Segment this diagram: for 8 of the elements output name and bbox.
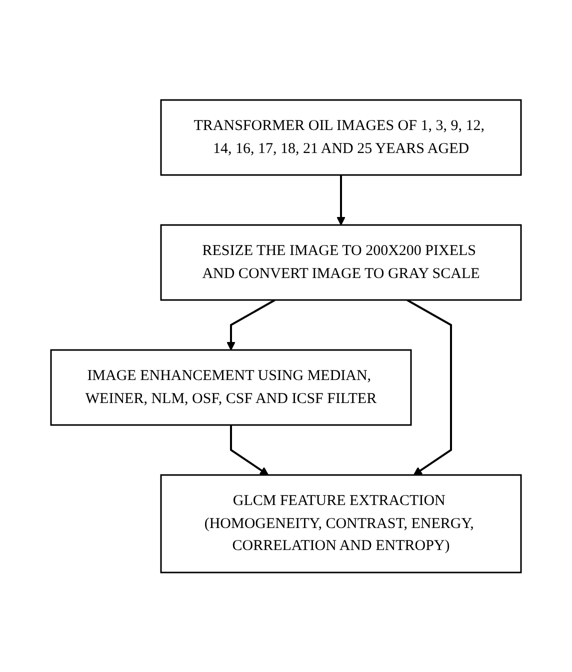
arrow: [336, 174, 346, 226]
node-box: TRANSFORMER OIL IMAGES OF 1, 3, 9, 12, 14, 16, 17, 18, 21 AND 25 YEARS AGED: [160, 99, 522, 176]
node-box: GLCM FEATURE EXTRACTION (HOMOGENEITY, CONTRAST, ENERGY, CORRELATION AND ENTROPY): [160, 474, 522, 573]
arrow: [230, 424, 269, 476]
arrow: [226, 298, 276, 350]
node-box: IMAGE ENHANCEMENT USING MEDIAN, WEINER, NLM, OSF, CSF AND ICSF FILTER: [50, 349, 412, 426]
node-box: RESIZE THE IMAGE TO 200X200 PIXELS AND CONVERT IMAGE TO GRAY SCALE: [160, 224, 522, 300]
arrow: [406, 298, 452, 476]
